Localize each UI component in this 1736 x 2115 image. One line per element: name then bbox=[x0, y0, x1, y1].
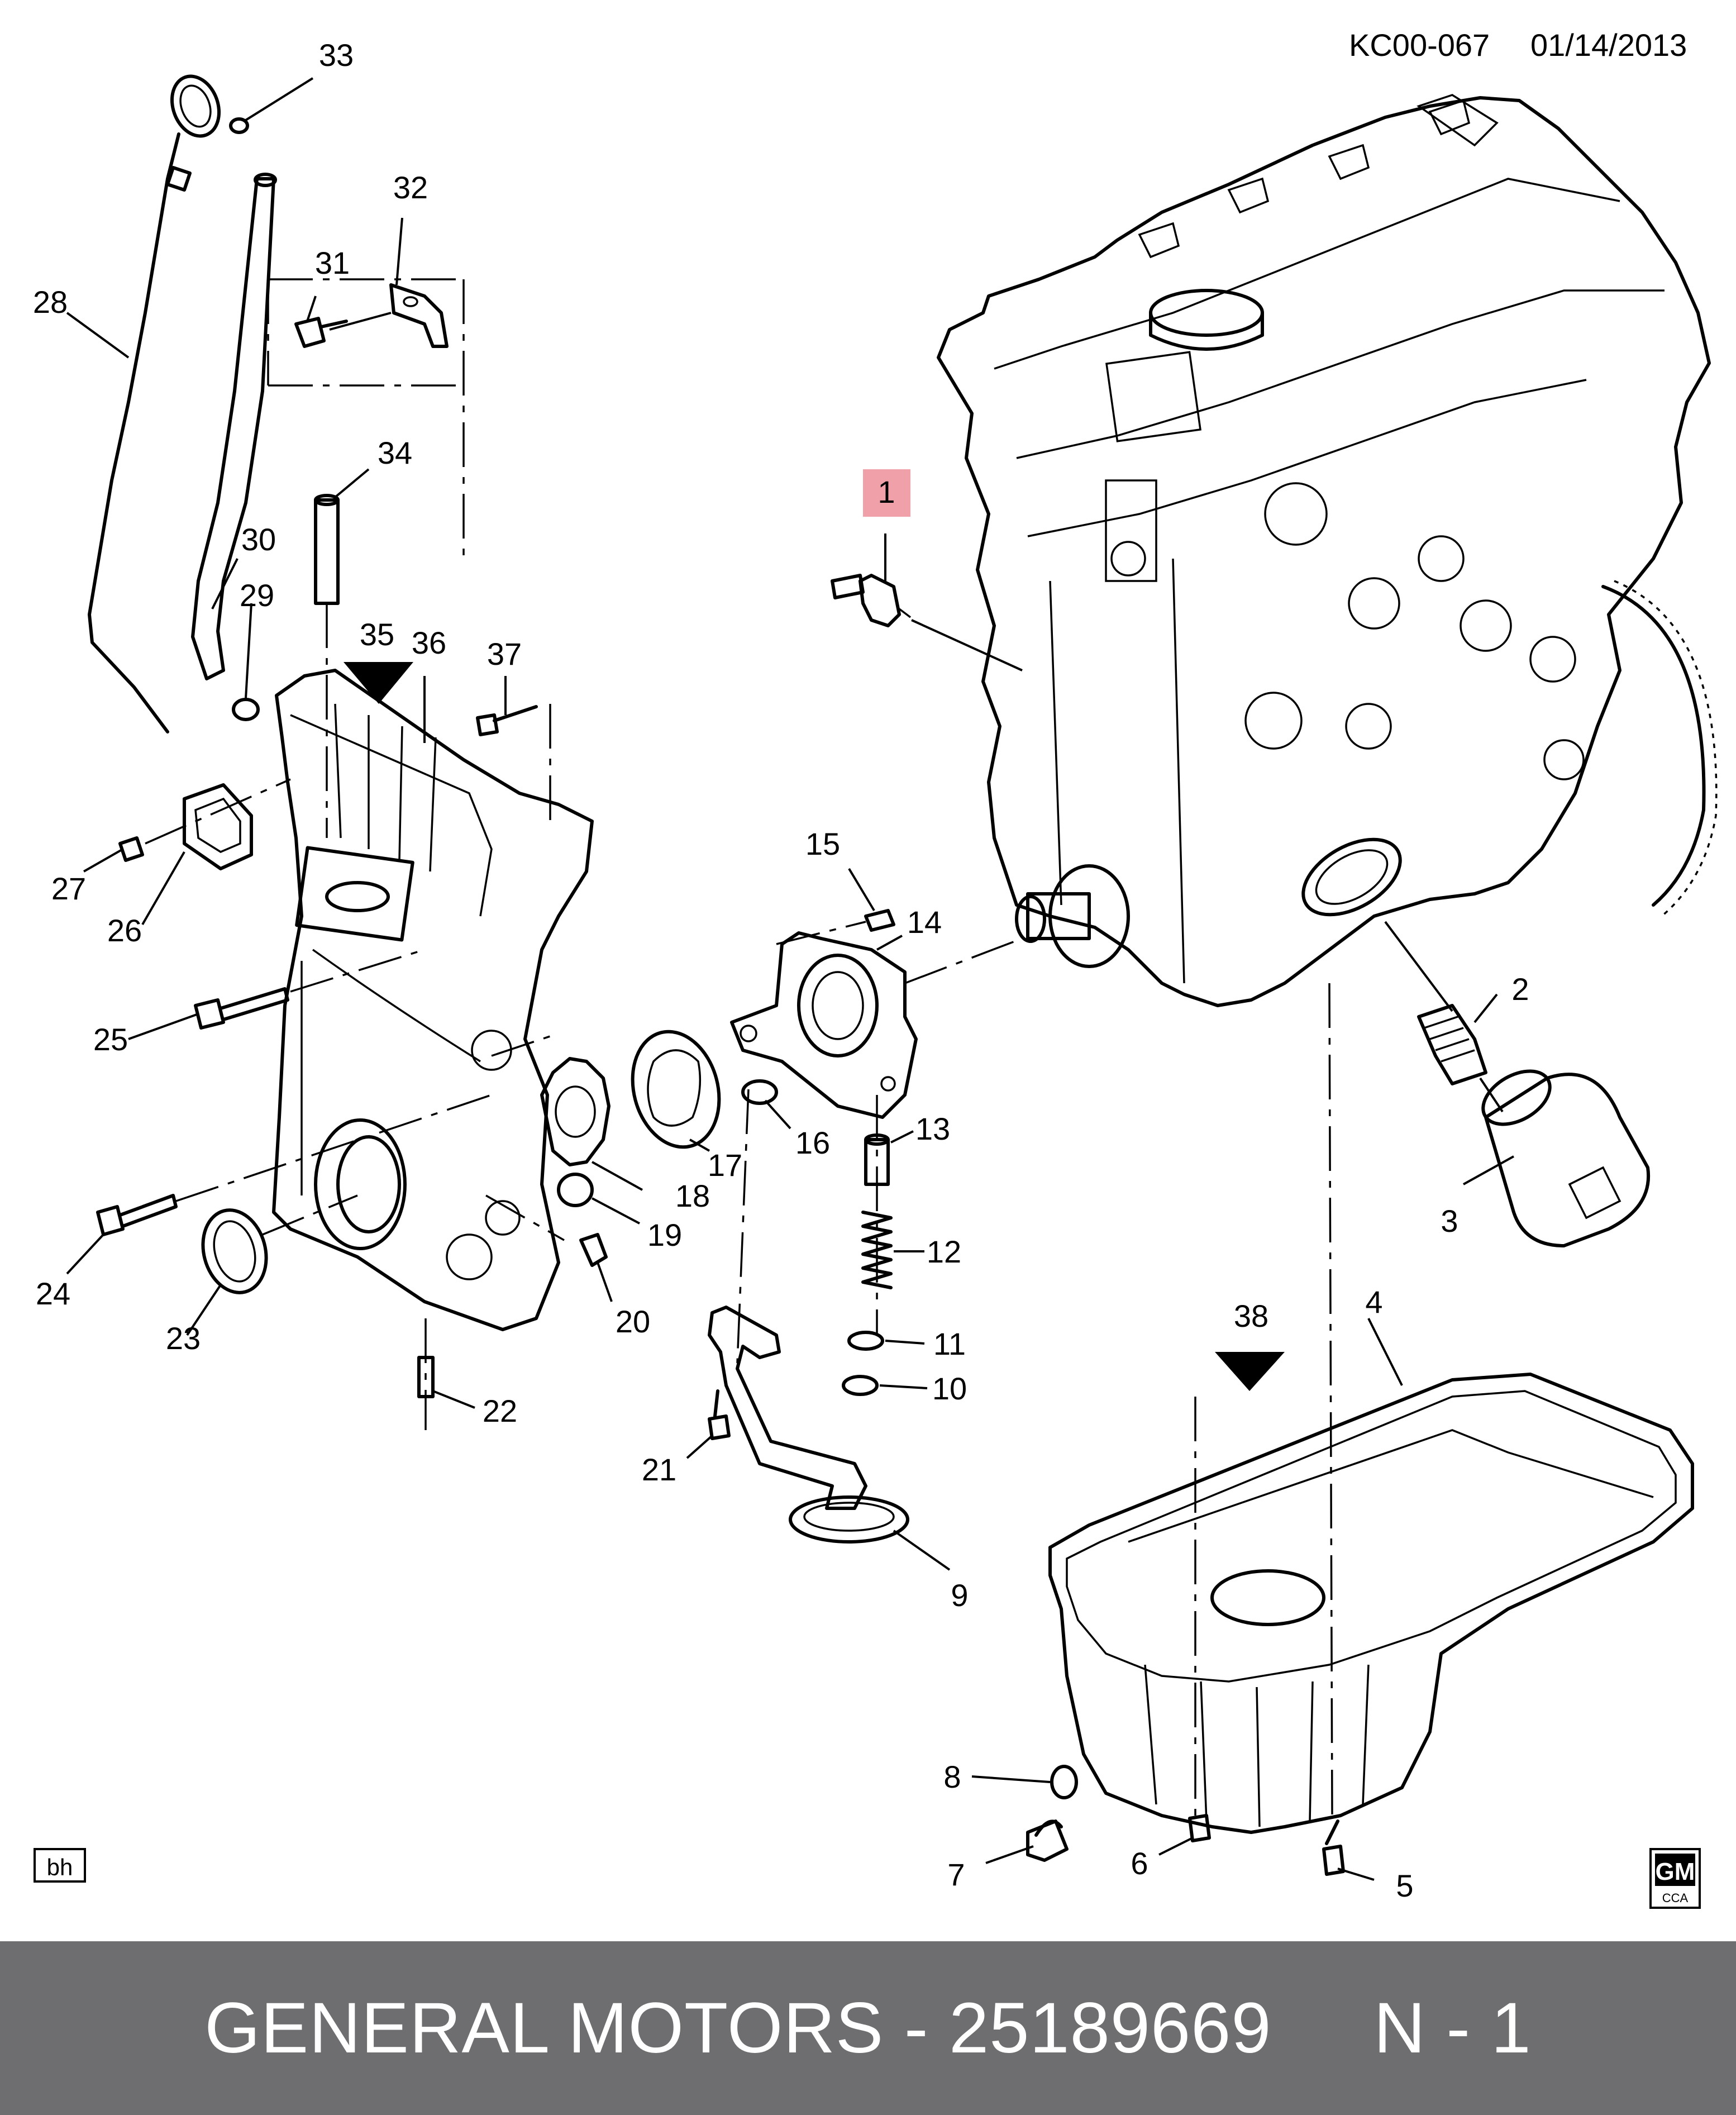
cover-plate-illustration bbox=[183, 783, 253, 870]
oil-pump-screen-illustration bbox=[708, 1306, 909, 1544]
callout-13: 13 bbox=[915, 1111, 950, 1146]
clip-19-illustration bbox=[557, 1173, 594, 1207]
bracket-32-illustration bbox=[389, 283, 449, 348]
callout-25: 25 bbox=[93, 1022, 128, 1057]
artist-badge-text: bh bbox=[47, 1854, 73, 1880]
bolt-27-illustration bbox=[118, 836, 144, 862]
callout-20: 20 bbox=[616, 1304, 650, 1339]
callout-27: 27 bbox=[51, 871, 86, 906]
oil-pump-housing-illustration bbox=[730, 931, 918, 1119]
callout-36: 36 bbox=[412, 625, 446, 660]
callout-24: 24 bbox=[36, 1276, 70, 1311]
callout-23: 23 bbox=[166, 1321, 201, 1356]
valve-13-illustration bbox=[864, 1138, 890, 1186]
callout-21: 21 bbox=[642, 1452, 676, 1487]
bolt-37-illustration bbox=[476, 705, 538, 736]
callout-4: 4 bbox=[1365, 1284, 1382, 1320]
pin-34-illustration bbox=[314, 498, 340, 605]
diagram-date: 01/14/2013 bbox=[1530, 27, 1687, 63]
front-cover-illustration bbox=[272, 669, 594, 1331]
callout-17: 17 bbox=[708, 1147, 742, 1183]
callout-12: 12 bbox=[927, 1234, 961, 1269]
callout-33: 33 bbox=[319, 37, 354, 73]
gm-logo: GM CCA bbox=[1649, 1848, 1701, 1909]
centerline-engine bbox=[1328, 983, 1333, 1816]
callout-19: 19 bbox=[647, 1217, 682, 1252]
callout-1: 1 bbox=[877, 474, 895, 509]
cap-20-illustration bbox=[579, 1233, 608, 1267]
o-ring-33-illustration bbox=[229, 117, 249, 134]
bolt-31-illustration bbox=[294, 317, 348, 348]
artist-badge bbox=[34, 1848, 86, 1883]
footer-banner: GENERAL MOTORS - 25189669 N - 1 bbox=[0, 1941, 1736, 2115]
bolt-5-illustration bbox=[1322, 1819, 1345, 1876]
dowel-22-illustration bbox=[417, 1356, 435, 1398]
bolt-6-illustration bbox=[1188, 1814, 1211, 1842]
oil-pressure-sensor-illustration bbox=[831, 574, 912, 627]
callout-3: 3 bbox=[1441, 1203, 1458, 1238]
footer-part-number: GENERAL MOTORS - 25189669 N - 1 bbox=[204, 1988, 1532, 2068]
callout-8: 8 bbox=[943, 1759, 961, 1794]
bolt-21-illustration bbox=[708, 1389, 731, 1440]
oil-filter-illustration bbox=[1417, 1004, 1651, 1247]
callout-7: 7 bbox=[947, 1857, 965, 1892]
callout-34: 34 bbox=[378, 435, 412, 470]
callout-15: 15 bbox=[805, 826, 840, 861]
svg-text:GM: GM bbox=[1656, 1858, 1695, 1885]
seat-11-illustration bbox=[847, 1331, 884, 1351]
front-seal-illustration bbox=[201, 1208, 268, 1294]
pin-15-illustration bbox=[864, 909, 895, 932]
callout-10: 10 bbox=[932, 1371, 967, 1406]
seal-29-illustration bbox=[232, 698, 260, 721]
oil-level-indicator-tube-illustration bbox=[191, 173, 277, 680]
callout-28: 28 bbox=[33, 284, 68, 320]
drain-plug-illustration bbox=[1026, 1765, 1078, 1862]
callout-38: 38 bbox=[1234, 1298, 1268, 1333]
callout-18: 18 bbox=[675, 1178, 710, 1213]
parts-diagram: KC00-067 01/14/2013 bbox=[33, 27, 1718, 1909]
seal-16-illustration bbox=[741, 1079, 778, 1105]
callout-26: 26 bbox=[107, 913, 142, 948]
callout-30: 30 bbox=[241, 522, 276, 557]
bolt-25-illustration bbox=[194, 987, 289, 1030]
engine-block-illustration bbox=[937, 94, 1718, 1007]
callout-32: 32 bbox=[393, 170, 428, 205]
callout-37: 37 bbox=[487, 636, 522, 671]
callout-1-highlight bbox=[863, 469, 910, 517]
callout-9: 9 bbox=[951, 1578, 968, 1613]
oil-pump-inner-rotor-illustration bbox=[540, 1057, 611, 1166]
callout-6: 6 bbox=[1131, 1846, 1148, 1881]
diagram-code: KC00-067 bbox=[1349, 27, 1490, 63]
oil-pan-illustration bbox=[1048, 1373, 1694, 1834]
callout-35: 35 bbox=[360, 617, 394, 652]
callout-29: 29 bbox=[240, 578, 274, 613]
oil-pump-outer-rotor-illustration bbox=[631, 1030, 721, 1149]
direction-arrow-35 bbox=[344, 662, 413, 704]
callout-2: 2 bbox=[1511, 971, 1529, 1007]
direction-arrow-38 bbox=[1215, 1352, 1285, 1391]
callout-31: 31 bbox=[315, 245, 350, 280]
callout-16: 16 bbox=[795, 1125, 830, 1160]
ring-10-illustration bbox=[842, 1375, 879, 1396]
callout-22: 22 bbox=[483, 1393, 517, 1428]
svg-text:CCA: CCA bbox=[1662, 1891, 1689, 1905]
oil-level-indicator-illustration bbox=[88, 74, 221, 733]
bolt-24-illustration bbox=[96, 1194, 178, 1236]
callout-5: 5 bbox=[1396, 1868, 1413, 1903]
callout-14: 14 bbox=[907, 904, 942, 940]
callout-11: 11 bbox=[933, 1326, 966, 1361]
